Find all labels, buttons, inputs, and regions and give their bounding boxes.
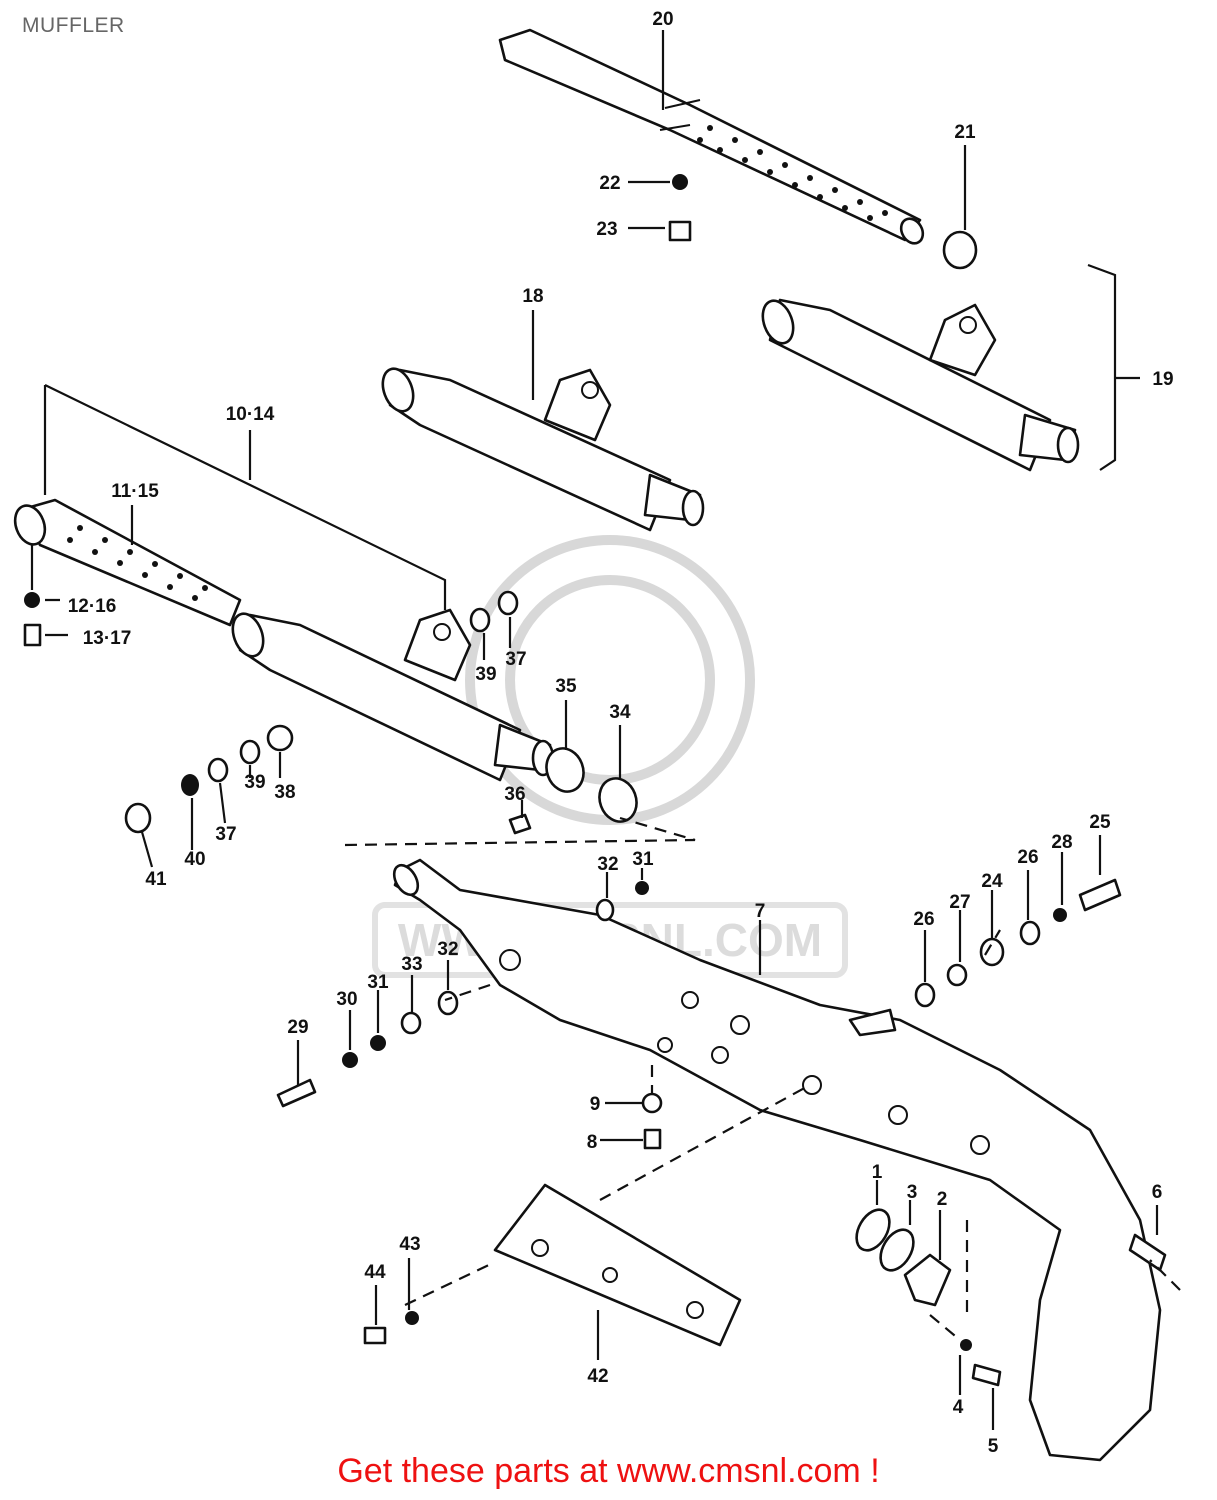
- part-31-nut-b: [635, 881, 649, 895]
- part-26-washer-a: [1019, 920, 1041, 946]
- callout-28: 28: [1051, 832, 1072, 853]
- callout-26-b: 26: [913, 909, 934, 930]
- part-21-ring: [942, 230, 978, 270]
- callout-19: 19: [1152, 369, 1173, 390]
- callout-36: 36: [504, 784, 525, 805]
- callout-37-b: 37: [215, 824, 236, 845]
- part-10-14-silencer: [13, 498, 555, 782]
- part-5-bolt: [971, 1363, 1002, 1387]
- callout-9: 9: [590, 1094, 601, 1115]
- callout-24: 24: [981, 871, 1003, 892]
- callout-10-14: 10·14: [226, 404, 275, 425]
- callout-25: 25: [1089, 812, 1111, 833]
- callout-2: 2: [937, 1189, 948, 1210]
- part-18-silencer: [381, 367, 705, 532]
- bracket-10-14: [43, 384, 447, 610]
- part-40-grommet: [181, 774, 199, 796]
- callout-35: 35: [555, 676, 577, 697]
- part-3-gasket: [879, 1228, 915, 1272]
- callout-labels: 20 21 22 23 18 19 10·14 11·15 12·16 13·1…: [68, 9, 1174, 1457]
- part-44-bolt: [363, 1326, 387, 1345]
- part-23-bolt: [668, 220, 692, 242]
- page-title: MUFFLER: [22, 14, 125, 37]
- callout-11-15: 11·15: [111, 481, 159, 502]
- part-43-washer: [405, 1311, 419, 1325]
- part-36-bolt: [508, 813, 532, 835]
- part-32-washer-b: [595, 898, 615, 922]
- callout-44: 44: [364, 1262, 386, 1283]
- callout-22: 22: [599, 173, 620, 194]
- part-28-nut: [1053, 908, 1067, 922]
- part-42-heat-guard: [493, 1183, 742, 1347]
- callout-42: 42: [587, 1366, 608, 1387]
- part-39-washer-b: [239, 739, 261, 765]
- callout-12-16: 12·16: [68, 596, 117, 617]
- bracket-19: [1087, 263, 1117, 471]
- part-33-collar: [400, 1011, 422, 1035]
- callout-31-a: 31: [367, 972, 389, 993]
- callout-38: 38: [274, 782, 295, 803]
- callout-5: 5: [988, 1436, 999, 1457]
- part-22-nut: [672, 174, 688, 190]
- part-20-pipe: [498, 28, 925, 245]
- callout-37-a: 37: [505, 649, 526, 670]
- part-19-silencer: [761, 298, 1080, 472]
- part-8-bolt: [643, 1128, 662, 1150]
- cta-link[interactable]: Get these parts at www.cmsnl.com !: [337, 1452, 880, 1490]
- callout-18: 18: [522, 286, 543, 307]
- part-30-nut: [342, 1052, 358, 1068]
- callout-26-a: 26: [1017, 847, 1038, 868]
- part-1-gasket: [855, 1208, 891, 1252]
- callout-3: 3: [907, 1182, 918, 1203]
- leader-lines: [45, 30, 1181, 1430]
- callout-23: 23: [596, 219, 617, 240]
- part-2-flange: [903, 1253, 952, 1307]
- callout-20: 20: [652, 9, 673, 30]
- callout-13-17: 13·17: [83, 628, 132, 649]
- part-7-chamber: [392, 858, 1162, 1462]
- callout-8: 8: [587, 1132, 598, 1153]
- callout-32-b: 32: [597, 854, 618, 875]
- callout-33: 33: [401, 954, 422, 975]
- part-27-collar: [946, 963, 968, 987]
- callout-40: 40: [184, 849, 205, 870]
- part-25-bolt: [1078, 878, 1122, 912]
- part-37-washer-b: [207, 757, 229, 783]
- callout-7: 7: [755, 901, 766, 922]
- part-13-17-bolt: [23, 623, 42, 647]
- callout-41: 41: [145, 869, 167, 890]
- part-35-clamp: [545, 747, 585, 793]
- part-9-washer: [641, 1092, 663, 1114]
- callout-6: 6: [1152, 1182, 1163, 1203]
- callout-31-b: 31: [632, 849, 654, 870]
- callout-43: 43: [399, 1234, 420, 1255]
- part-38-collar: [266, 724, 294, 752]
- callout-32-a: 32: [437, 939, 458, 960]
- callout-27: 27: [949, 892, 970, 913]
- callout-4: 4: [953, 1397, 964, 1418]
- part-4-washer: [960, 1339, 972, 1351]
- callout-39-b: 39: [244, 772, 265, 793]
- part-26-washer-b: [914, 982, 936, 1008]
- callout-29: 29: [287, 1017, 308, 1038]
- callout-39-a: 39: [475, 664, 496, 685]
- part-31-nut-a: [370, 1035, 386, 1051]
- part-41-collar: [124, 802, 152, 834]
- part-24-cushion: [979, 937, 1005, 967]
- part-37-washer-a: [497, 590, 519, 616]
- part-39-washer-a: [469, 607, 491, 633]
- part-12-16-nut: [24, 592, 40, 608]
- callout-1: 1: [872, 1162, 883, 1183]
- part-32-washer-a: [437, 990, 459, 1016]
- callout-34: 34: [609, 702, 631, 723]
- callout-30: 30: [336, 989, 357, 1010]
- callout-21: 21: [954, 122, 976, 143]
- part-29-bolt: [276, 1078, 317, 1108]
